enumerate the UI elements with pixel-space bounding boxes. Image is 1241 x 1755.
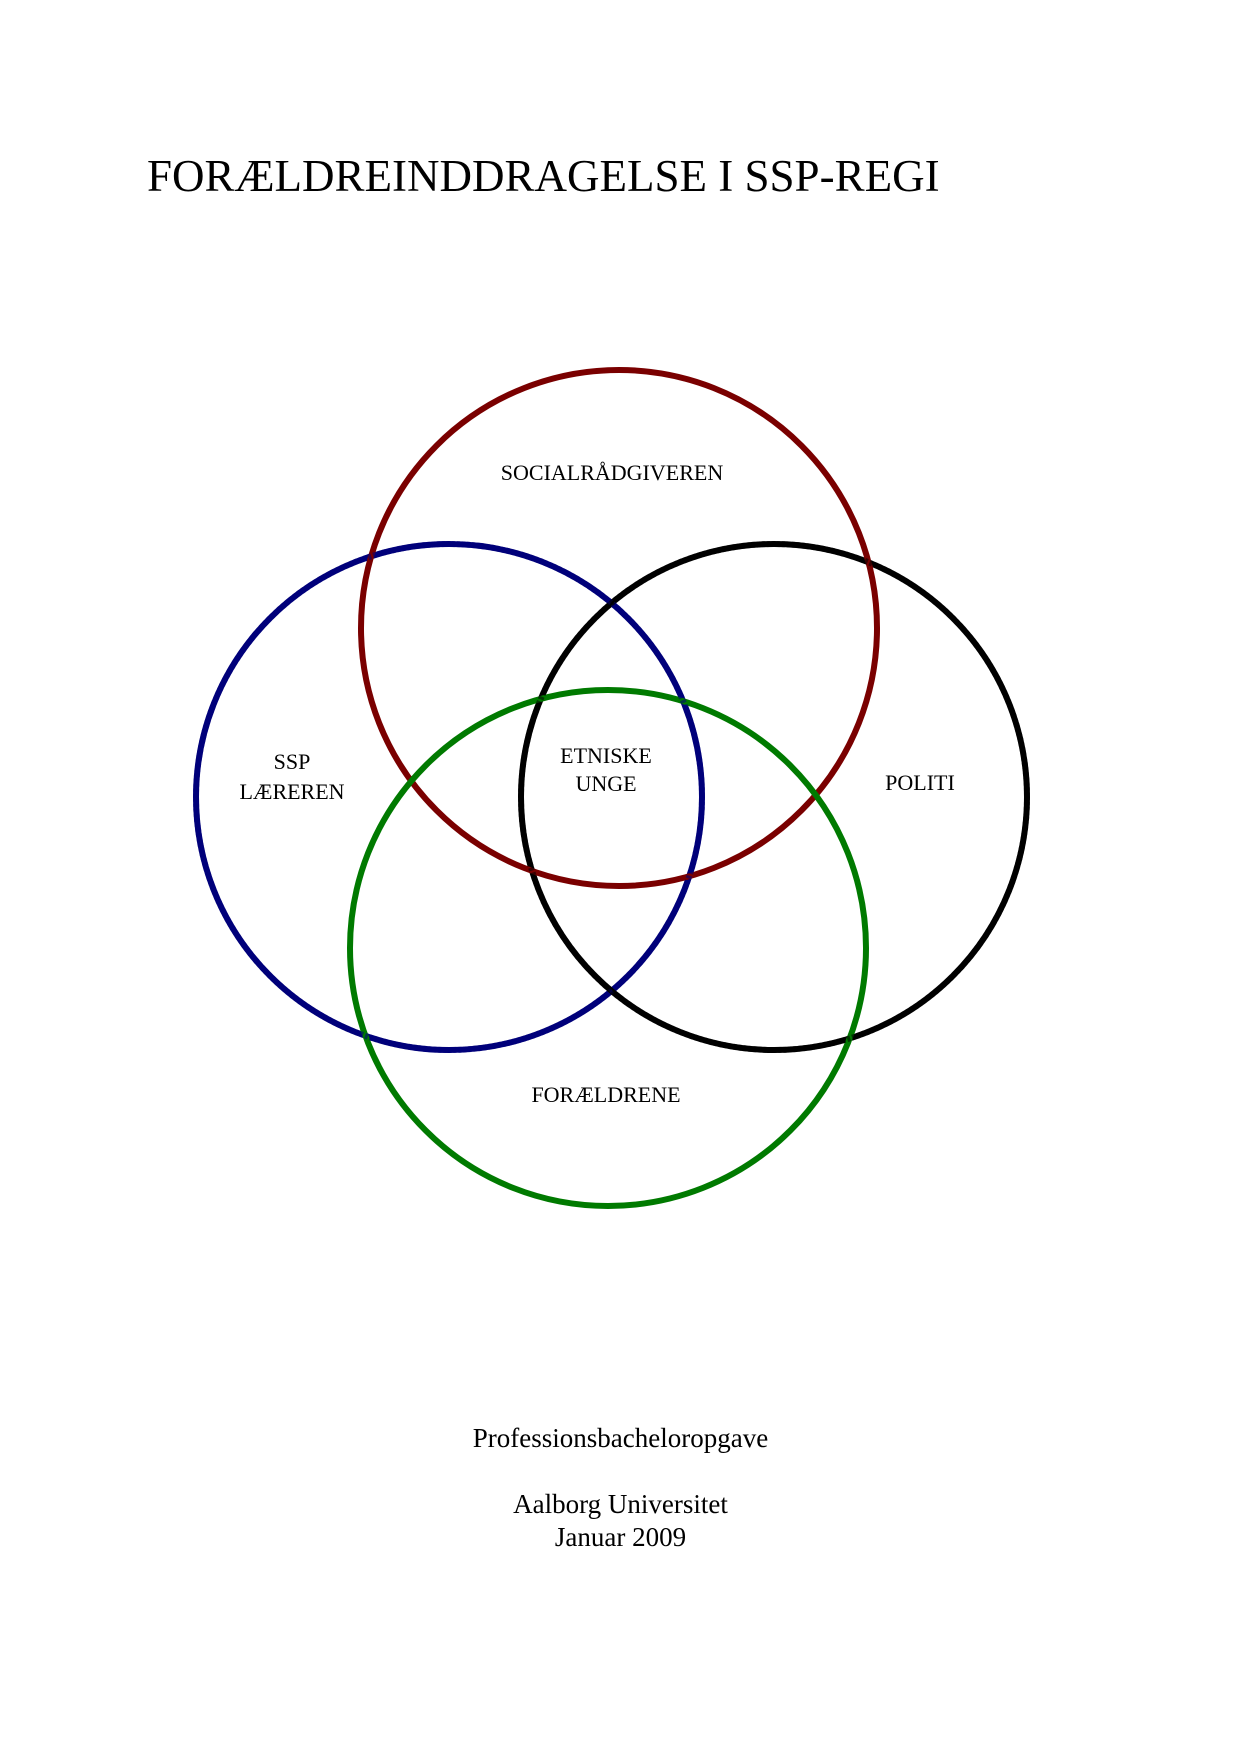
bottom-label: FORÆLDRENE	[531, 1082, 680, 1107]
footer-date: Januar 2009	[554, 1522, 687, 1552]
center-label-line2: UNGE	[575, 771, 636, 796]
left-label-line2: LÆREREN	[239, 779, 344, 804]
footer-degree: Professionsbacheloropgave	[472, 1423, 769, 1453]
top-label: SOCIALRÅDGIVEREN	[501, 460, 724, 485]
page-title: FORÆLDREINDDRAGELSE I SSP-REGI	[147, 151, 940, 201]
right-label: POLITI	[885, 770, 955, 795]
footer-block: Professionsbacheloropgave	[0, 1422, 1241, 1455]
left-circle-overlay	[193, 541, 705, 1053]
top-circle	[358, 367, 880, 889]
footer-block-2: Aalborg Universitet Januar 2009	[0, 1488, 1241, 1554]
center-label-line1: ETNISKE	[560, 743, 652, 768]
left-label-line1: SSP	[274, 749, 311, 774]
right-circle-overlay	[518, 541, 1030, 1053]
footer-university: Aalborg Universitet	[513, 1489, 728, 1519]
bottom-circle	[347, 687, 869, 1209]
